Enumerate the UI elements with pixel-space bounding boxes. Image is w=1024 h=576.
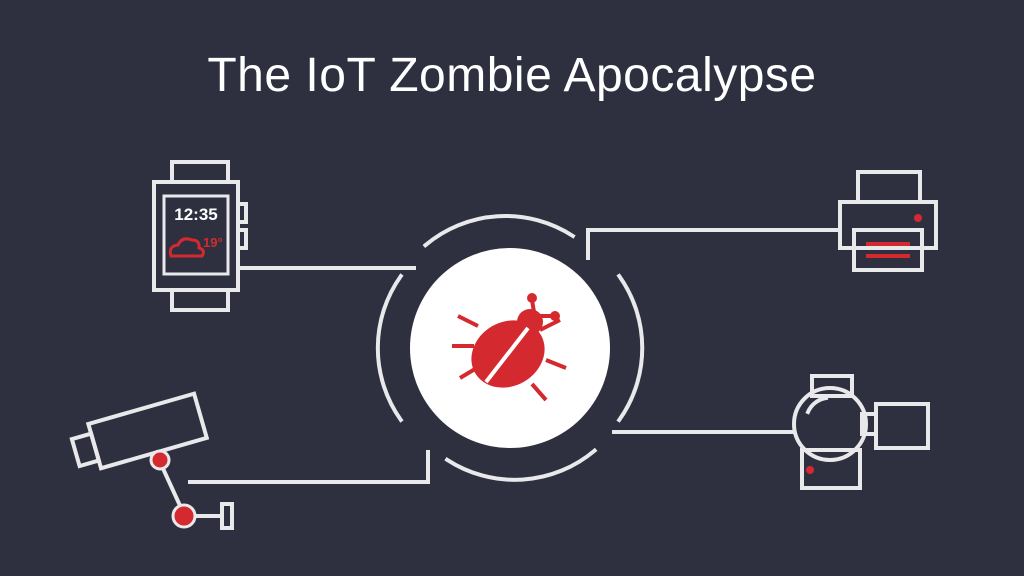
- watch-temperature: 19°: [203, 235, 223, 250]
- printer-icon: [838, 170, 938, 272]
- watch-time: 12:35: [174, 205, 217, 224]
- hub-ring-arc-left: [375, 273, 404, 423]
- central-hub: [375, 213, 645, 482]
- smartwatch-icon: 12:35 19°: [152, 160, 248, 312]
- bug-icon: [452, 293, 567, 402]
- line-camera-hub: [188, 450, 430, 484]
- hub-ring-arc-bottom: [444, 447, 598, 482]
- line-printer-hub: [586, 228, 840, 260]
- cloud-icon: [168, 237, 205, 258]
- smart-lock-icon: [792, 374, 930, 490]
- security-camera-icon: [69, 391, 234, 530]
- hub-ring-arc-right: [616, 273, 645, 423]
- lock-led: [806, 466, 814, 474]
- connection-lines: [188, 228, 840, 484]
- hub-ring-arc-top: [422, 213, 576, 249]
- page-title: The IoT Zombie Apocalypse: [207, 49, 817, 102]
- printer-led: [914, 214, 922, 222]
